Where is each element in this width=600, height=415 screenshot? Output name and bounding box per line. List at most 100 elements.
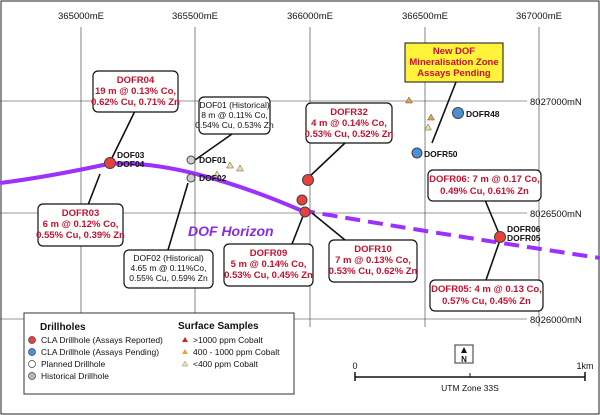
northing-label: 8027000mN [530, 97, 582, 108]
legend-drillhole-label: Planned Drillhole [41, 359, 106, 369]
callouts: DOFR04 19 m @ 0.13% Co, 0.62% Cu, 0.71% … [36, 70, 544, 312]
callout-line: 0.55% Cu, 0.59% Zn [129, 273, 208, 283]
new-zone-box [404, 42, 504, 83]
north-arrow-box [454, 344, 474, 364]
legend-drillholes-title: Drillholes [40, 322, 86, 333]
legend-mid-cobalt-icon [182, 349, 188, 354]
callout-dof02: DOF02 (Historical) 4.65 m @ 0.11%Co, 0.5… [123, 249, 214, 289]
callout-line: 0.53% Cu, 0.45% Zn [224, 270, 313, 281]
drillhole-label: DOF02 [199, 173, 227, 183]
callout-line: DOFR09 [250, 248, 287, 259]
callout-line: 19 m @ 0.13% Co, [95, 86, 176, 97]
callout-dof01: DOF01 (Historical) 8 m @ 0.11% Co, 0.54%… [195, 96, 274, 135]
drillhole-dofr10 [296, 194, 308, 206]
callout-dofr04: DOFR04 19 m @ 0.13% Co, 0.62% Cu, 0.71% … [91, 70, 180, 113]
new-zone-line: Mineralisation Zone [409, 57, 498, 68]
sample-triangle [236, 164, 244, 172]
legend-box [23, 312, 295, 395]
callout-line: 4 m @ 0.14% Co, [311, 118, 387, 129]
easting-label: 366000mE [287, 11, 333, 22]
surface-samples [213, 96, 435, 178]
callout-line: 4.65 m @ 0.11%Co, [130, 263, 206, 273]
legend-drillhole-label: CLA Drillhole (Assays Reported) [41, 335, 163, 345]
legend-drillhole-label: Historical Drillhole [41, 371, 109, 381]
easting-label: 365000mE [58, 11, 104, 22]
callout-line: 0.53% Cu, 0.62% Zn [329, 266, 418, 277]
legend-historical-icon [28, 372, 36, 380]
callout-line: DOFR10 [354, 244, 391, 255]
sample-triangle [405, 96, 413, 104]
legend-sample-label: >1000 ppm Cobalt [193, 335, 263, 345]
drillhole-dof02 [186, 173, 196, 183]
drillhole-label: DOF04 [117, 159, 145, 169]
easting-label: 366500mE [402, 11, 448, 22]
sample-triangle [226, 161, 234, 169]
drillhole-label: DOF03 [117, 150, 145, 160]
new-zone-line: Assays Pending [417, 68, 491, 79]
dof-horizon-line [0, 161, 301, 212]
north-arrow: N [454, 344, 474, 364]
leader-lines [87, 81, 501, 281]
callout-line: DOFR32 [330, 107, 367, 118]
drillhole-label: DOFR06 [507, 224, 541, 234]
sample-triangle [427, 113, 435, 121]
new-zone-line: New DOF [433, 46, 475, 57]
callout-dofr09: DOFR09 5 m @ 0.14% Co, 0.53% Cu, 0.45% Z… [223, 243, 314, 287]
dof-horizon-projected-line [299, 208, 600, 260]
drillhole-dofr48 [452, 107, 464, 119]
new-zone-callout: New DOF Mineralisation Zone Assays Pendi… [404, 42, 504, 83]
northing-label: 8026000mN [530, 315, 582, 326]
legend: Drillholes CLA Drillhole (Assays Reporte… [23, 312, 295, 395]
callout-line: 0.55% Cu, 0.39% Zn [36, 230, 125, 241]
callout-line: DOF01 (Historical) [199, 100, 270, 110]
scale-bar: 0 1km UTM Zone 33S [352, 361, 593, 393]
legend-assays-pending-icon [28, 348, 36, 356]
easting-label: 365500mE [172, 11, 218, 22]
drillhole-dofr32 [302, 174, 314, 186]
callout-line: 6 m @ 0.12% Co, [43, 219, 119, 230]
drillhole-label: DOFR48 [466, 109, 500, 119]
callout-dofr32: DOFR32 4 m @ 0.14% Co, 0.53% Cu, 0.52% Z… [305, 102, 394, 144]
sample-triangle [424, 123, 432, 131]
callout-dofr10: DOFR10 7 m @ 0.13% Co, 0.53% Cu, 0.62% Z… [328, 239, 418, 283]
north-label: N [461, 355, 467, 364]
north-arrow-icon [461, 347, 467, 353]
legend-sample-label: <400 ppm Cobalt [193, 359, 259, 369]
callout-line: 0.54% Cu, 0.53% Zn [195, 120, 274, 130]
callout-dofr03: DOFR03 6 m @ 0.12% Co, 0.55% Cu, 0.39% Z… [36, 203, 125, 247]
drillhole-dof01 [186, 155, 196, 165]
callout-dofr05: DOFR05: 4 m @ 0.13 Co, 0.57% Cu, 0.45% Z… [429, 279, 544, 312]
legend-samples-title: Surface Samples [178, 321, 259, 332]
callout-line: 0.53% Cu, 0.52% Zn [305, 129, 394, 140]
sample-triangle [213, 170, 221, 178]
legend-sample-label: 400 - 1000 ppm Cobalt [193, 347, 280, 357]
callout-line: DOFR03 [62, 208, 99, 219]
callout-line: 0.62% Cu, 0.71% Zn [91, 97, 180, 108]
callout-line: DOF02 (Historical) [133, 253, 204, 263]
callout-line: 0.49% Cu, 0.61% Zn [440, 186, 529, 197]
callout-line: DOFR05: 4 m @ 0.13 Co, [431, 284, 542, 295]
callout-line: DOFR04 [117, 75, 155, 86]
drillhole-dofr50 [411, 147, 423, 159]
drillhole-dofr09 [299, 206, 311, 218]
callout-dofr06: DOFR06: 7 m @ 0.17 Co, 0.49% Cu, 0.61% Z… [427, 169, 542, 202]
utm-zone-label: UTM Zone 33S [441, 383, 499, 393]
legend-drillhole-label: CLA Drillhole (Assays Pending) [41, 347, 159, 357]
scale-start-label: 0 [352, 361, 357, 371]
callout-line: DOFR06: 7 m @ 0.17 Co, [429, 174, 540, 185]
callout-line: 0.57% Cu, 0.45% Zn [442, 296, 531, 307]
legend-assays-reported-icon [28, 336, 36, 344]
drillhole-dof04 [104, 157, 116, 169]
scale-end-label: 1km [576, 361, 593, 371]
legend-low-cobalt-icon [181, 360, 189, 367]
drillhole-label: DOF01 [199, 155, 227, 165]
legend-high-cobalt-icon [182, 337, 188, 342]
dof-horizon-label: DOF Horizon [188, 223, 274, 239]
drillhole-label: DOFR50 [424, 149, 458, 159]
drillhole-label: DOFR05 [507, 233, 541, 243]
callout-line: 5 m @ 0.14% Co, [231, 259, 307, 270]
callout-line: 8 m @ 0.11% Co, [201, 110, 268, 120]
drillhole-dofr06 [494, 231, 506, 243]
